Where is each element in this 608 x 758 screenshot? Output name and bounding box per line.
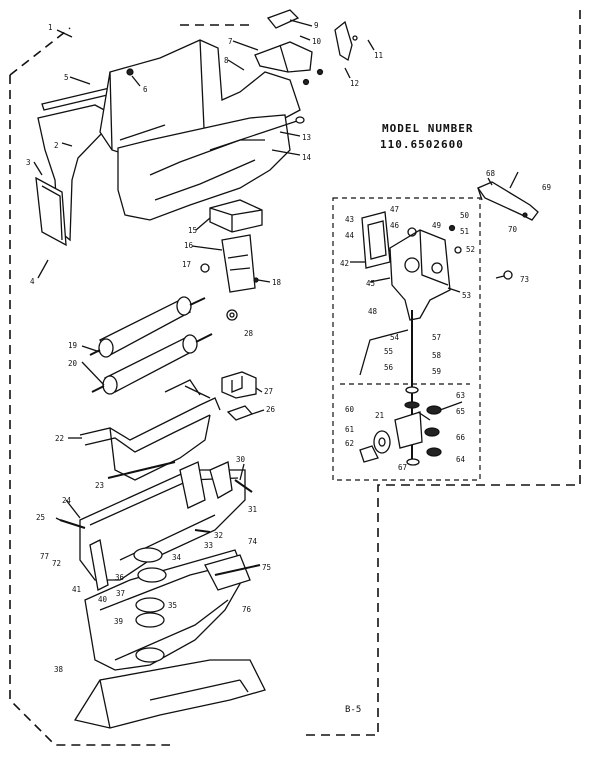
callout-3: 3 xyxy=(26,158,31,167)
base-chassis xyxy=(59,461,266,729)
callout-53: 53 xyxy=(462,291,471,300)
callout-26: 26 xyxy=(266,405,276,414)
wire-frame xyxy=(79,379,221,481)
callout-72: 72 xyxy=(52,559,61,568)
callout-73: 73 xyxy=(520,275,529,284)
leader-lines xyxy=(33,19,519,693)
callout-46: 46 xyxy=(390,221,400,230)
callout-57: 57 xyxy=(432,333,441,342)
callout-10: 10 xyxy=(312,37,322,46)
callout-77: 77 xyxy=(40,552,49,561)
callout-6: 6 xyxy=(143,85,148,94)
callout-9: 9 xyxy=(314,21,319,30)
callout-76: 76 xyxy=(242,605,252,614)
callout-36: 36 xyxy=(115,573,125,582)
callout-68: 68 xyxy=(486,169,496,178)
callout-13: 13 xyxy=(302,133,311,142)
gearbox-inset xyxy=(332,197,481,481)
callout-31: 31 xyxy=(248,505,257,514)
callout-61: 61 xyxy=(345,425,354,434)
callout-60: 60 xyxy=(345,405,355,414)
model-number-value: 110.6502600 xyxy=(380,138,464,151)
callout-65: 65 xyxy=(456,407,465,416)
callout-66: 66 xyxy=(456,433,466,442)
part-callouts: 1 2 3 4 5 6 7 8 9 10 11 12 13 14 15 16 1… xyxy=(26,21,551,674)
page-reference: B-5 xyxy=(345,705,361,715)
callout-5: 5 xyxy=(64,73,69,82)
callout-59: 59 xyxy=(432,367,441,376)
callout-30: 30 xyxy=(236,455,246,464)
callout-43: 43 xyxy=(345,215,354,224)
callout-51: 51 xyxy=(460,227,469,236)
callout-4: 4 xyxy=(30,277,35,286)
callout-2: 2 xyxy=(54,141,59,150)
callout-21: 21 xyxy=(375,411,384,420)
callout-37: 37 xyxy=(116,589,125,598)
callout-35: 35 xyxy=(168,601,177,610)
callout-63: 63 xyxy=(456,391,465,400)
callout-55: 55 xyxy=(384,347,393,356)
callout-11: 11 xyxy=(374,51,383,60)
callout-17: 17 xyxy=(182,260,191,269)
rollers xyxy=(89,296,238,395)
callout-58: 58 xyxy=(432,351,442,360)
callout-50: 50 xyxy=(460,211,470,220)
callout-18: 18 xyxy=(272,278,282,287)
callout-22: 22 xyxy=(55,434,64,443)
callout-45: 45 xyxy=(366,279,375,288)
callout-56: 56 xyxy=(384,363,394,372)
callout-25: 25 xyxy=(36,513,45,522)
model-number-label: MODEL NUMBER xyxy=(382,122,473,135)
callout-74: 74 xyxy=(248,537,258,546)
hood-assembly xyxy=(35,39,305,247)
callout-14: 14 xyxy=(302,153,312,162)
lever-arm xyxy=(477,181,539,280)
callout-49: 49 xyxy=(432,221,441,230)
callout-42: 42 xyxy=(340,259,349,268)
motor-block xyxy=(200,199,263,293)
callout-70: 70 xyxy=(508,225,518,234)
callout-75: 75 xyxy=(262,563,271,572)
callout-48: 48 xyxy=(368,307,378,316)
callout-38: 38 xyxy=(54,665,64,674)
callout-19: 19 xyxy=(68,341,77,350)
latch-parts xyxy=(254,9,358,86)
callout-40: 40 xyxy=(98,595,108,604)
callout-32: 32 xyxy=(214,531,223,540)
callout-64: 64 xyxy=(456,455,466,464)
callout-67: 67 xyxy=(398,463,407,472)
callout-7: 7 xyxy=(228,37,233,46)
callout-69: 69 xyxy=(542,183,551,192)
callout-24: 24 xyxy=(62,496,72,505)
callout-8: 8 xyxy=(224,56,229,65)
callout-15: 15 xyxy=(188,226,197,235)
callout-62: 62 xyxy=(345,439,354,448)
callout-12: 12 xyxy=(350,79,359,88)
dashed-frame xyxy=(9,10,581,746)
callout-1: 1 xyxy=(48,23,53,32)
callout-20: 20 xyxy=(68,359,78,368)
callout-23: 23 xyxy=(95,481,104,490)
callout-54: 54 xyxy=(390,333,400,342)
callout-16: 16 xyxy=(184,241,194,250)
callout-27: 27 xyxy=(264,387,273,396)
callout-41: 41 xyxy=(72,585,81,594)
callout-39: 39 xyxy=(114,617,123,626)
callout-52: 52 xyxy=(466,245,475,254)
callout-44: 44 xyxy=(345,231,355,240)
callout-47: 47 xyxy=(390,205,399,214)
guide-blocks xyxy=(221,371,257,421)
callout-34: 34 xyxy=(172,553,182,562)
callout-33: 33 xyxy=(204,541,213,550)
callout-28: 28 xyxy=(244,329,254,338)
